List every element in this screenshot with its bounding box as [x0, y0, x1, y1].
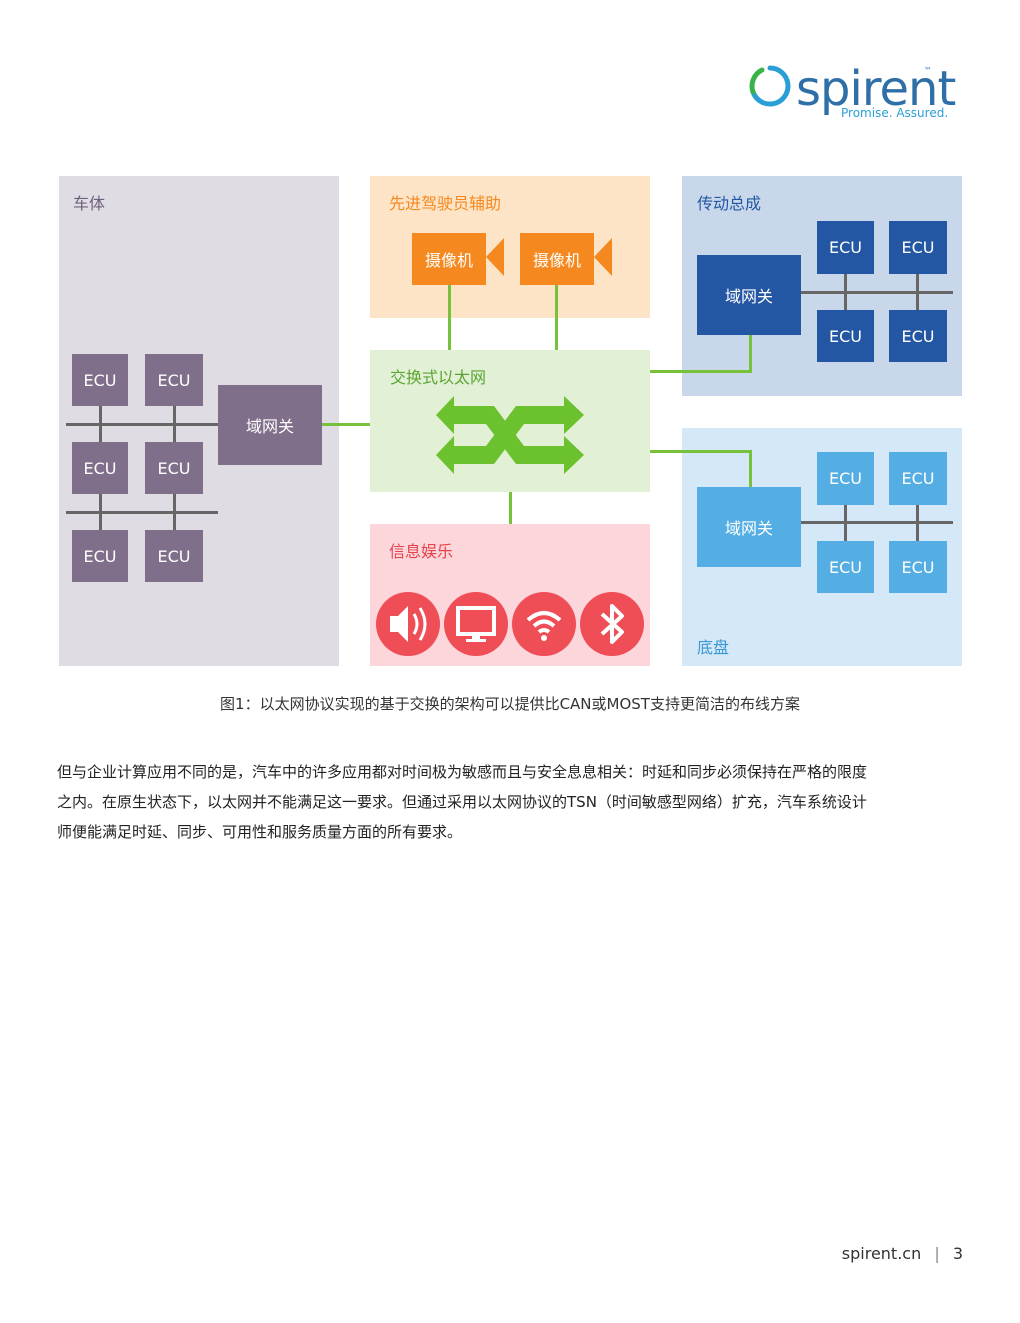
- camera-box: 摄像机: [520, 233, 594, 285]
- powertrain-ecu: ECU: [817, 221, 874, 274]
- camera-lens-icon: [594, 238, 612, 276]
- footer-site: spirent.cn: [841, 1244, 922, 1263]
- link-switch-powertrain: [749, 335, 752, 373]
- powertrain-gateway: 域网关: [697, 255, 801, 335]
- speaker-icon: [376, 592, 440, 656]
- body-ecu: ECU: [72, 354, 128, 406]
- powertrain-ecu: ECU: [889, 221, 947, 274]
- spirent-logo: spirent ™ Promise. Assured.: [748, 60, 968, 130]
- bluetooth-icon: [580, 592, 644, 656]
- body-text-line: 之内。在原生状态下，以太网并不能满足这一要求。但通过采用以太网协议的TSN（时间…: [57, 793, 867, 811]
- link-switch-chassis: [650, 450, 752, 453]
- wifi-icon: [512, 592, 576, 656]
- body-gateway: 域网关: [218, 385, 322, 465]
- camera-lens-icon: [486, 238, 504, 276]
- camera-box: 摄像机: [412, 233, 486, 285]
- body-ecu: ECU: [145, 354, 203, 406]
- link-body-switch: [322, 423, 370, 426]
- powertrain-ecu: ECU: [817, 310, 874, 362]
- page-footer: spirent.cn | 3: [842, 1244, 963, 1263]
- chassis-drop-line: [844, 505, 847, 541]
- logo-tagline: Promise. Assured.: [841, 106, 949, 120]
- chassis-ecu: ECU: [817, 541, 874, 593]
- logo-trademark: ™: [924, 66, 932, 75]
- footer-separator: |: [934, 1244, 940, 1263]
- body-bus-line: [66, 511, 218, 514]
- powertrain-drop-line: [916, 274, 919, 310]
- chassis-title: 底盘: [697, 638, 730, 657]
- body-text-line: 师便能满足时延、同步、可用性和服务质量方面的所有要求。: [57, 823, 463, 841]
- body-ecu: ECU: [72, 530, 128, 582]
- body-title: 车体: [73, 194, 106, 213]
- chassis-ecu: ECU: [817, 452, 874, 505]
- body-drop-line: [99, 406, 102, 442]
- link-switch-powertrain: [650, 370, 752, 373]
- body-ecu: ECU: [145, 530, 203, 582]
- body-drop-line: [173, 406, 176, 442]
- infotainment-title: 信息娱乐: [389, 542, 454, 561]
- body-drop-line: [99, 494, 102, 530]
- logo-wordmark: spirent: [796, 61, 956, 117]
- link-switch-info: [509, 492, 512, 524]
- body-text-line: 但与企业计算应用不同的是，汽车中的许多应用都对时间极为敏感而且与安全息息相关：时…: [57, 763, 868, 781]
- link-camera-switch: [555, 285, 558, 350]
- ethernet-switch-icon: [436, 396, 584, 474]
- powertrain-drop-line: [844, 274, 847, 310]
- body-drop-line: [173, 494, 176, 530]
- powertrain-bus-line: [801, 291, 953, 294]
- body-bus-line: [66, 423, 218, 426]
- link-switch-chassis: [749, 450, 752, 487]
- switch-title: 交换式以太网: [390, 368, 487, 387]
- chassis-gateway: 域网关: [697, 487, 801, 567]
- chassis-drop-line: [916, 505, 919, 541]
- chassis-ecu: ECU: [889, 452, 947, 505]
- monitor-icon: [444, 592, 508, 656]
- figure-caption: 图1：以太网协议实现的基于交换的架构可以提供比CAN或MOST支持更简洁的布线方…: [220, 695, 800, 713]
- link-camera-switch: [448, 285, 451, 350]
- page-number: 3: [952, 1244, 963, 1263]
- powertrain-title: 传动总成: [697, 194, 762, 213]
- chassis-ecu: ECU: [889, 541, 947, 593]
- chassis-bus-line: [801, 521, 953, 524]
- body-ecu: ECU: [72, 442, 128, 494]
- powertrain-ecu: ECU: [889, 310, 947, 362]
- adas-title: 先进驾驶员辅助: [389, 194, 502, 213]
- body-ecu: ECU: [145, 442, 203, 494]
- logo-swoosh-icon: [749, 65, 791, 107]
